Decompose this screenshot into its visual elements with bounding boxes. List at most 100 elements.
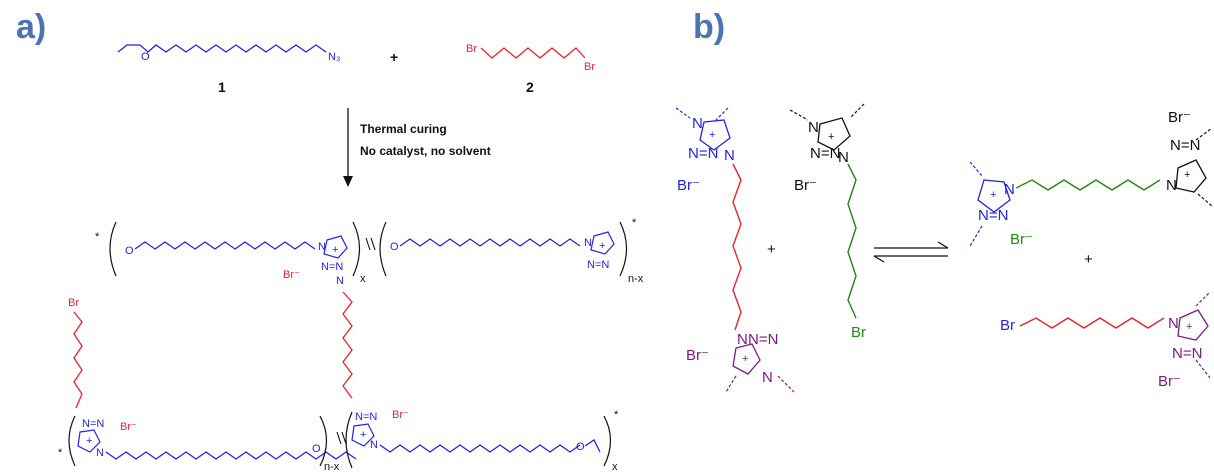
top-chain-2	[399, 238, 581, 247]
product-red-chain	[1019, 317, 1165, 329]
sub-nx-bottom: n-x	[324, 461, 340, 473]
product-black-dash-1	[1195, 127, 1213, 141]
bracket-bottom-mid-close	[319, 415, 328, 467]
top-chain-1	[134, 241, 316, 250]
purple-ring	[732, 343, 761, 375]
purple-ring-dash-2	[777, 375, 795, 393]
panel-b-product-bottom: Br N + N=N Br⁻	[1000, 291, 1211, 390]
bottom-chain-2	[379, 444, 581, 453]
bottom-bromide-1: Br⁻	[120, 421, 137, 433]
bracket-bottom-mid-open	[345, 411, 353, 469]
product-blue-plus: +	[990, 189, 996, 201]
sub-x-top: x	[360, 273, 366, 285]
purple-ring-dash-1	[725, 375, 737, 393]
product-purple-dash-2	[1195, 359, 1211, 379]
product-blue-dash-2	[969, 225, 983, 247]
bracket-top-mid-open	[379, 221, 387, 277]
panel-b-plus-left: +	[767, 241, 776, 258]
blue-ring-plus: +	[709, 129, 715, 141]
panel-label-a: a)	[16, 8, 47, 46]
blue-ring-top-dash-2	[715, 107, 729, 121]
product-black-n-eq: N=N	[1170, 137, 1200, 154]
product-black-plus: +	[1184, 169, 1190, 181]
reaction-arrow-head	[343, 176, 353, 187]
product-green-bromide: Br⁻	[1010, 231, 1033, 248]
product-black-n1: N	[1166, 177, 1177, 194]
bottom-triazolium-2-n1: N	[370, 439, 378, 451]
purple-ring-plus: +	[742, 353, 748, 365]
product-black-bromide: Br⁻	[1168, 109, 1191, 126]
blue-ring-n3: N	[724, 147, 735, 164]
black-ring-n-eq: N=N	[810, 145, 840, 162]
end-mark-bottom-right: *	[614, 409, 619, 421]
black-ring-n1: N	[808, 119, 819, 136]
product-blue-n1: N	[1004, 181, 1015, 198]
compound-1-chain	[117, 44, 327, 53]
dangling-chain	[73, 311, 83, 409]
top-triazolium-2-plus: +	[599, 240, 605, 252]
product-blue-n-eq: N=N	[978, 207, 1008, 224]
green-hexyl-chain	[847, 163, 857, 319]
blue-ring-n1: N	[692, 115, 703, 132]
bottom-triazolium-ring	[77, 429, 101, 453]
compound-2-br-right: Br	[584, 61, 595, 73]
product-purple-n1: N	[1168, 315, 1179, 332]
top-triazolium-ring	[323, 235, 348, 259]
bottom-chain-1	[105, 451, 357, 460]
wavy-separator-top-2	[370, 237, 376, 251]
purple-bromide: Br⁻	[686, 347, 709, 364]
compound-2-number: 2	[526, 79, 534, 95]
product-black-dash-2	[1197, 193, 1213, 207]
equilibrium-backward-head	[873, 255, 885, 263]
blue-ring	[699, 119, 731, 151]
compound-1-number: 1	[218, 79, 226, 95]
black-bromide: Br⁻	[794, 177, 817, 194]
bottom-triazolium-n1: N	[96, 447, 104, 459]
top-oxygen-1: O	[125, 245, 134, 257]
top-triazolium-n1: N	[318, 241, 326, 253]
top-bromide-1: Br⁻	[283, 269, 300, 281]
top-triazolium-2-n1: N	[584, 237, 592, 249]
black-ring	[817, 117, 851, 151]
blue-bromide: Br⁻	[677, 177, 700, 194]
bracket-bottom-right-close	[603, 415, 612, 467]
black-ring-plus: +	[828, 131, 834, 143]
crosslink-chain	[342, 291, 353, 399]
product-purple-dash-1	[1195, 291, 1211, 307]
top-triazolium-n-eq: N=N	[321, 261, 343, 273]
end-mark-top-right: *	[632, 217, 637, 229]
panel-label-b: b)	[693, 8, 726, 46]
wavy-separator-bottom-2	[341, 431, 347, 445]
product-red-br: Br	[1000, 317, 1015, 334]
purple-ring-n-eq: N=N	[748, 331, 778, 348]
bottom-triazolium-2-plus: +	[360, 429, 366, 441]
top-triazolium-2-n-eq: N=N	[587, 259, 609, 271]
wavy-separator-top	[365, 237, 371, 251]
black-ring-dash-2	[849, 103, 865, 119]
top-triazolium-n3: N	[336, 275, 344, 287]
top-oxygen-2: O	[390, 241, 399, 253]
purple-ring-n3: N	[762, 369, 773, 386]
bottom-oxygen-2: O	[576, 441, 585, 453]
black-ring-dash-1	[789, 109, 809, 121]
sub-x-bottom: x	[612, 461, 618, 473]
product-purple-n-eq: N=N	[1172, 345, 1202, 362]
polymer-bottom-strand: * N=N + N Br⁻ O n-x N=N + N Br⁻ O x *	[58, 409, 619, 473]
blue-ring-top-dash-1	[675, 107, 691, 119]
end-mark-top-left: *	[95, 231, 100, 243]
bottom-triazolium-2-ring	[351, 423, 375, 447]
bottom-oxygen-1: O	[312, 443, 321, 455]
bottom-triazolium-n-eq: N=N	[82, 418, 104, 430]
bracket-top-right-close	[619, 221, 628, 277]
bottom-triazolium-2-n-eq: N=N	[355, 411, 377, 423]
compound-2-br-left: Br	[466, 43, 477, 55]
reagent-plus: +	[390, 49, 398, 65]
sub-nx-top: n-x	[628, 273, 644, 285]
compound-1: O N₃ 1	[117, 44, 340, 95]
compound-2: Br Br 2	[466, 43, 595, 95]
dangling-br: Br	[68, 297, 79, 309]
red-hexyl-chain	[732, 163, 742, 331]
panel-b-green-linker: N + N=N N Br⁻ Br	[789, 103, 866, 341]
equilibrium-forward-head	[937, 241, 949, 249]
